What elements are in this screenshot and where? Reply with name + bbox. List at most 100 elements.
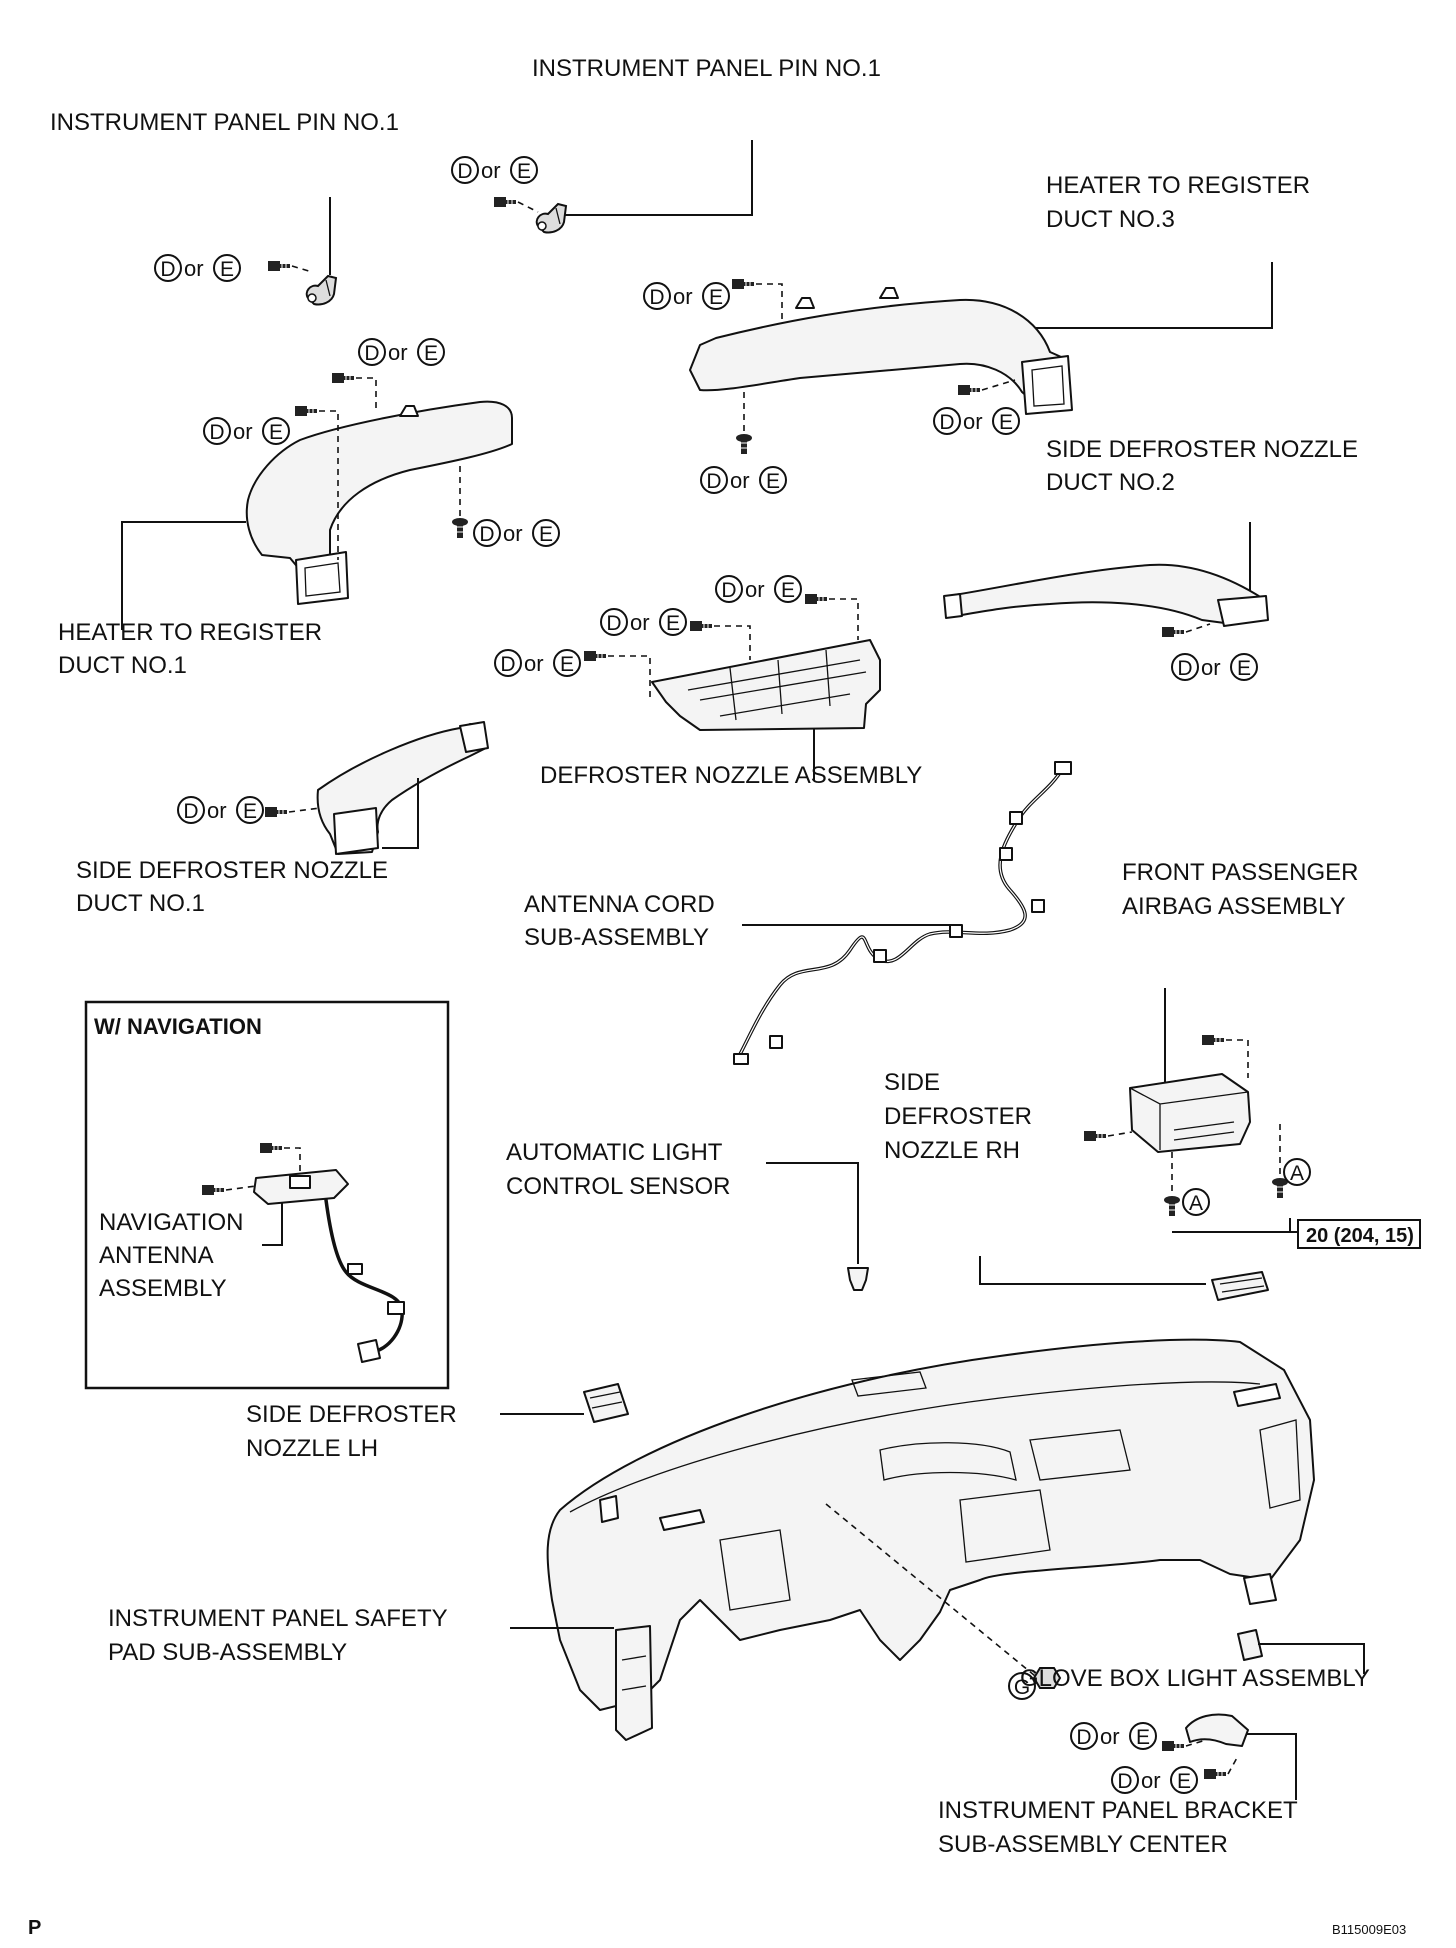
dash-line	[1227, 1755, 1239, 1775]
dash-line	[714, 625, 751, 660]
torque-spec: 20 (204, 15)	[1306, 1225, 1414, 1247]
pin-top-leader	[562, 140, 753, 216]
side-duct2-outlet	[1217, 595, 1269, 627]
duct1-label-line1: HEATER TO REGISTER	[58, 619, 322, 646]
bolt-icon	[1163, 1195, 1181, 1217]
duct3-body	[689, 298, 1071, 413]
defroster-nozzle-body	[651, 639, 881, 731]
screw-icon	[583, 650, 607, 662]
airbag-edges	[1129, 1087, 1249, 1150]
screw-icon	[957, 384, 981, 396]
connector-icon	[1054, 761, 1072, 775]
screw-icon	[689, 620, 713, 632]
nav-antenna-label-line2: ANTENNA	[99, 1242, 214, 1269]
fastener-duct1-a	[358, 338, 445, 366]
dash-line	[517, 201, 539, 213]
screw-icon	[1203, 1768, 1227, 1780]
side-lh-label-line2: NOZZLE LH	[246, 1435, 378, 1462]
side-lh-nozzle	[583, 1383, 629, 1423]
bracket-label-line2: SUB-ASSEMBLY CENTER	[938, 1831, 1228, 1858]
screw-icon	[294, 405, 318, 417]
fastener-a-icon	[1283, 1158, 1311, 1186]
duct3-tab	[879, 287, 899, 299]
side-duct1-label-line2: DUCT NO.1	[76, 890, 205, 917]
clip-icon	[347, 1263, 363, 1275]
right-end-area	[1259, 1419, 1301, 1509]
side-duct1-outlet	[333, 807, 379, 855]
screw-icon	[804, 593, 828, 605]
dash-line	[608, 655, 651, 700]
side-rh-leader	[979, 1256, 1206, 1285]
screw-icon	[493, 196, 517, 208]
fastener-defroster-b	[600, 608, 687, 636]
dash-line	[1107, 1131, 1133, 1137]
safety-pad-label-line1: INSTRUMENT PANEL SAFETY	[108, 1605, 448, 1632]
dash-line	[756, 283, 783, 320]
fastener-g-icon	[1008, 1672, 1036, 1700]
fastener-defroster-c	[494, 649, 581, 677]
torque-spec-box	[1297, 1219, 1421, 1249]
defroster-opening	[851, 1371, 927, 1397]
duct1-label-line2: DUCT NO.1	[58, 652, 187, 679]
screw-icon	[1201, 1034, 1225, 1046]
glove-light-icon	[1237, 1629, 1263, 1661]
defroster-nozzle-label: DEFROSTER NOZZLE ASSEMBLY	[540, 762, 922, 789]
screw-icon	[1083, 1130, 1107, 1142]
glove-light-leader	[1258, 1643, 1365, 1674]
screw-icon	[451, 517, 469, 539]
screw-icon	[264, 806, 288, 818]
fastener-bracket-b	[1111, 1766, 1198, 1794]
fastener-duct3-b	[700, 466, 787, 494]
fastener-side-duct1	[177, 796, 264, 824]
clip-icon	[1009, 811, 1023, 825]
fastener-a-icon	[1182, 1188, 1210, 1216]
screw-icon	[1161, 626, 1185, 638]
dash-line	[1185, 623, 1211, 633]
duct1-outlet-inner	[304, 562, 341, 597]
screw-icon	[267, 260, 291, 272]
torque-leader	[1172, 1218, 1291, 1233]
dash-line	[284, 1147, 301, 1175]
corner-mark: P	[28, 1917, 41, 1939]
airbag-label-line1: FRONT PASSENGER	[1122, 859, 1358, 886]
bolt-icon	[1271, 1177, 1289, 1199]
nut-icon	[1032, 1667, 1062, 1689]
airbag-ribs	[1173, 1121, 1235, 1141]
side-duct1-leader	[382, 778, 419, 849]
fastener-duct1-c	[473, 519, 560, 547]
fastener-defroster-a	[715, 575, 802, 603]
light-sensor-leader	[766, 1162, 859, 1264]
safety-pad-edge	[569, 1381, 1261, 1513]
screw-icon	[1161, 1740, 1185, 1752]
vent-opening	[659, 1509, 705, 1531]
dash-line	[225, 1185, 257, 1191]
fastener-a-letter: A	[1189, 1192, 1203, 1215]
light-sensor-label-line1: AUTOMATIC LIGHT	[506, 1139, 723, 1166]
defroster-nozzle-ribs	[687, 659, 867, 717]
screw-icon	[259, 1142, 283, 1154]
fastener-g-letter: G	[1014, 1676, 1030, 1699]
vent-opening	[1233, 1383, 1281, 1407]
clip-icon	[387, 1301, 405, 1315]
defroster-nozzle-ribs	[729, 649, 831, 721]
connector-icon	[357, 1339, 381, 1363]
left-bracket-area	[719, 1529, 791, 1611]
fastener-duct3-a	[643, 282, 730, 310]
left-end-panel	[615, 1625, 653, 1741]
side-duct1-end	[459, 721, 489, 753]
fastener-duct3-c	[933, 407, 1020, 435]
duct1-tab	[399, 405, 419, 417]
glove-light-label: GLOVE BOX LIGHT ASSEMBLY	[1020, 1665, 1370, 1692]
connector-icon	[733, 1053, 749, 1065]
cluster-opening	[879, 1442, 1017, 1481]
nav-antenna-leader	[262, 1192, 283, 1246]
center-opening	[1029, 1429, 1131, 1481]
duct3-leader	[1035, 262, 1273, 329]
screw-icon	[731, 278, 755, 290]
dash-line	[981, 379, 1016, 391]
clip-icon	[999, 847, 1013, 861]
dash-line	[829, 598, 859, 640]
nav-antenna-cord	[324, 1198, 404, 1354]
duct1-body	[245, 400, 513, 571]
